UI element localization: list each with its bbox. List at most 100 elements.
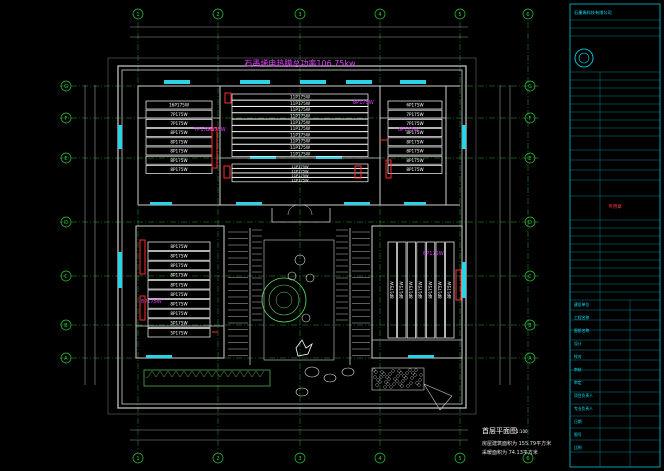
grid-label-row: D	[528, 220, 532, 226]
grid-label-row: E	[528, 156, 531, 162]
heater-panel	[145, 165, 213, 174]
title-block-row-label: 专业负责人	[574, 406, 593, 411]
area-note-1: 房屋建筑面积为 155.79平方米	[482, 440, 551, 447]
grid-label-row: E	[64, 156, 67, 162]
grid-bubble-row	[524, 216, 536, 228]
grid-label-row: C	[528, 274, 532, 280]
title-block-row-label: 校对	[574, 354, 582, 359]
grid-bubble-col	[294, 452, 306, 464]
grid-label-col: 5	[458, 456, 461, 462]
panel-label: 8P175W	[170, 149, 187, 154]
zone-tag: 8P175W	[423, 251, 444, 257]
grid-label-col: 5	[458, 12, 461, 18]
panel-label: 8P175W	[418, 281, 423, 298]
panel-label: 8P175W	[170, 263, 187, 268]
grid-label-row: A	[64, 356, 68, 362]
heater-panel	[231, 150, 369, 158]
company-logo	[574, 48, 594, 68]
zone-tag: 7P175W	[194, 127, 215, 133]
stamp-text: 专用章	[608, 203, 622, 210]
grid-label-col: 6	[526, 12, 529, 18]
panel-label: 8P175W	[170, 311, 187, 316]
windows	[118, 80, 466, 358]
panel-label: 7P175W	[170, 121, 187, 126]
heater-panel	[147, 299, 211, 309]
grid-label-col: 1	[136, 12, 139, 18]
panel-label: 5P175W	[170, 330, 187, 335]
grid-bubble-row	[524, 270, 536, 282]
panel-label: 8P175W	[406, 130, 423, 135]
grid-bubble-col	[454, 8, 466, 20]
stair-hatching	[228, 229, 423, 389]
grid-bubble-row	[524, 112, 536, 124]
grid-bubble-row	[60, 112, 72, 124]
panel-label: 8P175W	[406, 167, 423, 172]
panel-label: 8P175W	[170, 273, 187, 278]
grid-label-row: B	[64, 323, 68, 329]
grid-label-row: D	[64, 220, 68, 226]
panel-label: 8P175W	[170, 167, 187, 172]
title-block-row-label: 项目负责人	[574, 393, 593, 398]
panel-label: 7P175W	[170, 112, 187, 117]
panel-label: 8P175W	[170, 254, 187, 259]
panel-label: 8P175W	[409, 281, 414, 298]
heater-panel	[231, 177, 369, 183]
grid-label-row: G	[528, 84, 532, 90]
grid-label-row: F	[65, 116, 68, 122]
panel-label: 11P175W	[290, 107, 310, 112]
grid-label-col: 2	[216, 456, 219, 462]
heater-panel	[387, 119, 443, 128]
heater-panel	[445, 241, 455, 339]
panel-label: 8P175W	[399, 281, 404, 298]
grid-bubble-col	[522, 8, 534, 20]
panel-label: 8P175W	[170, 130, 187, 135]
heater-panel	[147, 270, 211, 280]
panel-label: 8P175W	[389, 281, 394, 298]
panel-label: 8P175W	[406, 139, 423, 144]
panel-label: 7P175W	[406, 121, 423, 126]
title-block-row-label: 日期	[574, 419, 582, 424]
landscaping	[143, 254, 453, 411]
zone-tag: 8P175W	[141, 299, 162, 305]
panel-label: 11P175W	[290, 151, 310, 156]
grid-label-col: 6	[526, 456, 529, 462]
grid-bubble-row	[60, 216, 72, 228]
heater-panel	[397, 241, 407, 339]
panel-label: 11P175W	[290, 132, 310, 137]
power-title: 石墨烯电热膜总功率106.75kw	[244, 58, 356, 68]
panel-label: 8P175W	[170, 158, 187, 163]
grid-bubble-row	[524, 352, 536, 364]
title-block-row-label: 审核	[574, 367, 582, 372]
plan-name: 首层平面图	[482, 426, 517, 435]
zone-tag: 7P175W	[205, 127, 226, 133]
grid-bubble-col	[212, 8, 224, 20]
panel-label: 8P175W	[170, 292, 187, 297]
heater-panel	[147, 308, 211, 319]
title-block-row-label: 图号	[574, 432, 582, 437]
grid-bubble-col	[374, 8, 386, 20]
grid-label-row: F	[529, 116, 532, 122]
panel-label: 8P175W	[170, 302, 187, 307]
grid-bubble-row	[60, 352, 72, 364]
heater-panel	[145, 100, 213, 110]
panel-label: 8P175W	[406, 158, 423, 163]
heater-panel	[145, 109, 213, 119]
heater-panel	[147, 241, 211, 251]
grid-bubble-row	[60, 80, 72, 92]
title-block-row-label: 审定	[574, 380, 582, 385]
heater-panel	[406, 241, 416, 339]
grid-bubble-row	[524, 80, 536, 92]
grid-label-col: 3	[298, 456, 301, 462]
panel-label: 6P175W	[406, 103, 423, 108]
heater-panel	[147, 280, 211, 290]
panel-label: 11P175W	[290, 95, 310, 100]
grid-bubble-col	[454, 452, 466, 464]
grid-bubble-row	[60, 319, 72, 331]
grid-label-row: C	[64, 274, 68, 280]
title-block-row-label: 建设单位	[574, 302, 589, 307]
heater-panel	[145, 119, 213, 128]
dimension-lines	[84, 26, 511, 441]
panel-label: 8P175W	[447, 281, 452, 298]
